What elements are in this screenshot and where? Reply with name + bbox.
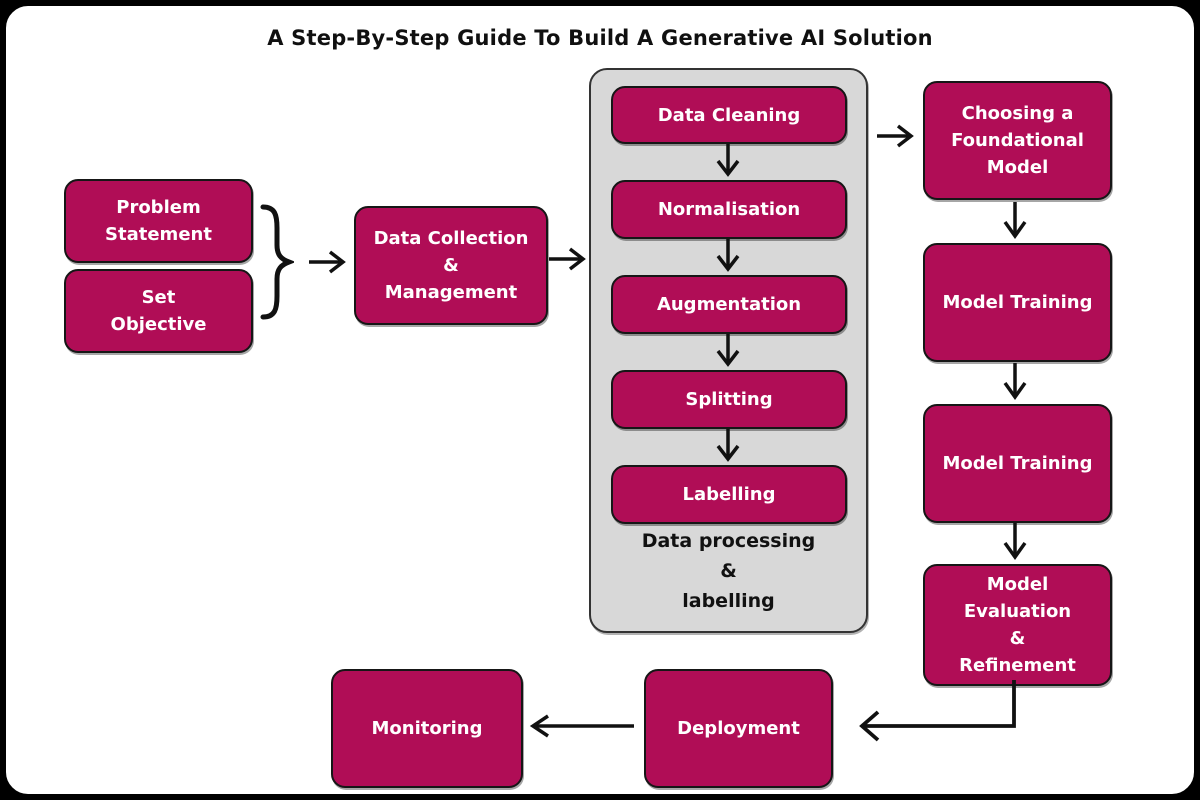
arrow-right-icon [307,249,347,275]
node-label: Model Training [942,453,1093,474]
node-label: Labelling [682,484,776,505]
arrow-right-icon [875,123,915,149]
node-label: Augmentation [656,294,802,315]
arrow-down-icon [1002,363,1028,401]
arrow-down-icon [1002,523,1028,561]
node-labelling: Labelling [611,465,847,524]
node-monitoring: Monitoring [331,669,523,788]
node-deployment: Deployment [644,669,833,788]
arrow-right-icon [547,246,587,272]
arrow-left-icon [524,713,638,739]
panel-caption: Data processing & labelling [641,530,816,612]
arrow-down-icon [1002,202,1028,240]
node-problem-statement: Problem Statement [64,179,253,263]
node-label: Splitting [685,389,773,410]
node-label: Data Collection & Management [373,228,529,303]
node-label: Choosing a Foundational Model [951,103,1084,178]
node-label: Problem Statement [105,197,212,245]
node-model-evaluation-refinement: Model Evaluation & Refinement [923,564,1112,686]
node-label: Data Cleaning [657,104,801,126]
arrow-down-icon [715,429,741,463]
node-model-training-2: Model Training [923,404,1112,523]
brace-right-icon [258,203,294,321]
node-data-cleaning: Data Cleaning [611,86,847,144]
node-label: Normalisation [657,199,801,220]
node-label: Model Training [942,292,1093,313]
node-label: Model Evaluation & Refinement [959,574,1076,676]
node-augmentation: Augmentation [611,275,847,334]
node-label: Monitoring [371,718,483,739]
page-title: A Step-By-Step Guide To Build A Generati… [267,26,933,50]
node-label: Set Objective [110,287,207,335]
arrow-down-icon [715,334,741,368]
arrow-down-icon [715,239,741,273]
data-processing-panel: Data Cleaning Normalisation Augmentation [589,68,868,633]
node-normalisation: Normalisation [611,180,847,239]
node-choosing-foundational-model: Choosing a Foundational Model [923,81,1112,200]
node-data-collection-management: Data Collection & Management [354,206,548,325]
node-label: Deployment [677,718,800,739]
node-model-training-1: Model Training [923,243,1112,362]
elbow-arrow-left-icon [851,680,1023,744]
node-splitting: Splitting [611,370,847,429]
arrow-down-icon [715,144,741,178]
node-set-objective: Set Objective [64,269,253,353]
